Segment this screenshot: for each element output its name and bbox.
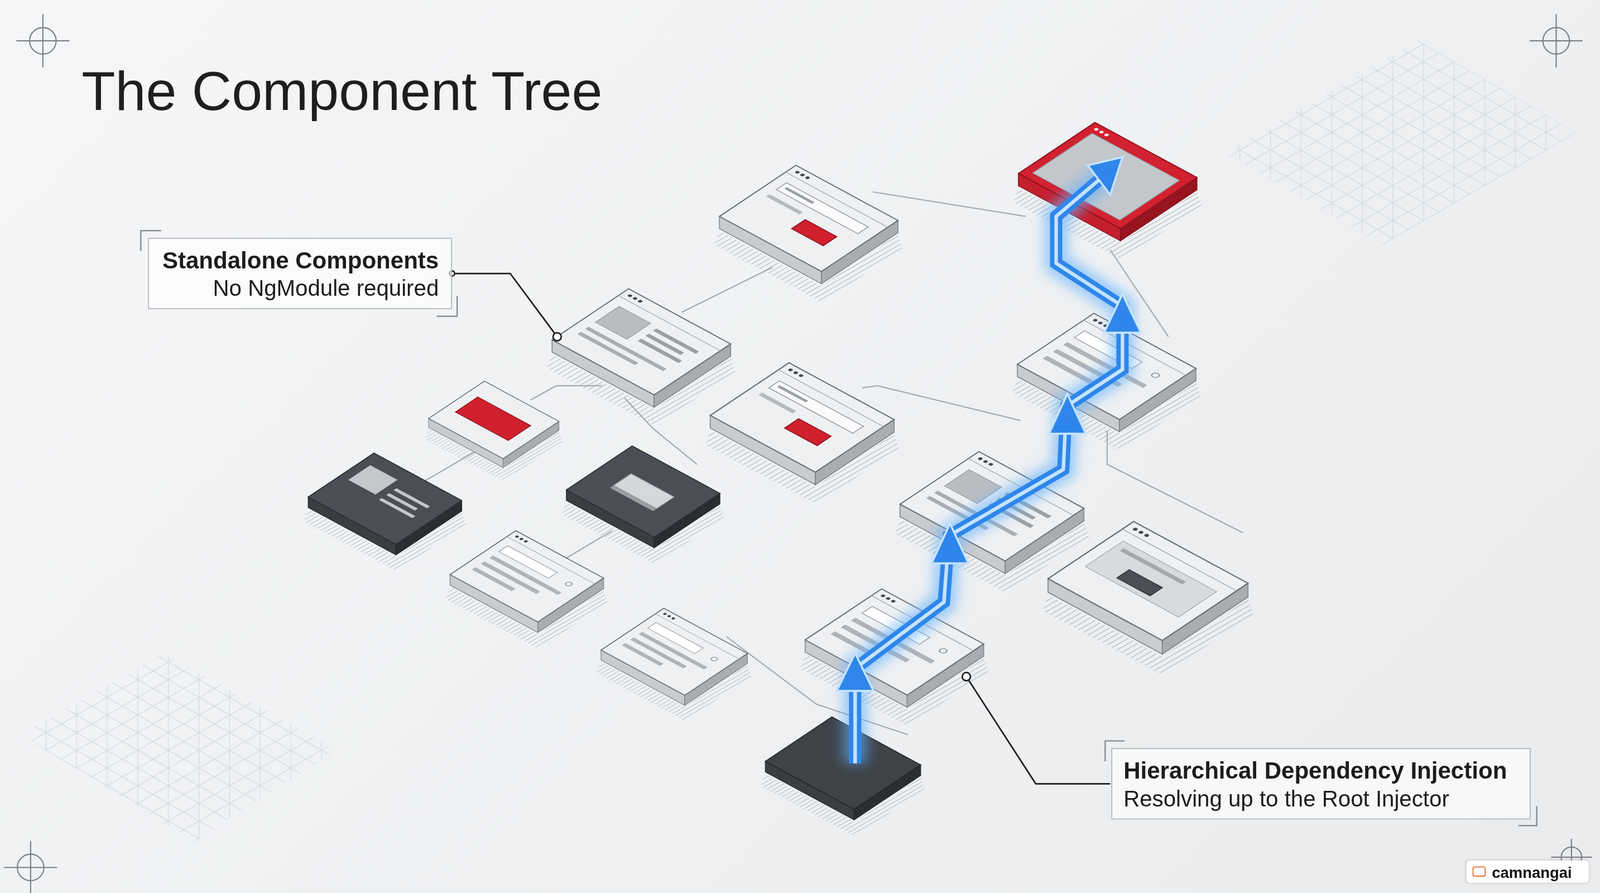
component-window <box>714 165 903 302</box>
dark-component <box>303 453 466 571</box>
callout-body: No NgModule required <box>161 274 439 302</box>
component-window <box>1042 521 1254 675</box>
button-component <box>424 381 563 482</box>
callout-heading: Hierarchical Dependency Injection <box>1123 756 1518 785</box>
watermark-text: camnangai <box>1491 862 1572 881</box>
diagram-title: The Component Tree <box>81 63 603 119</box>
callout-box: Hierarchical Dependency InjectionResolvi… <box>1111 747 1531 820</box>
component-window <box>546 288 736 426</box>
injection-path-arrow <box>836 157 1141 764</box>
callout-heading: Standalone Components <box>161 246 439 275</box>
component-window <box>596 608 752 721</box>
component-window <box>445 530 609 649</box>
dark-component <box>561 445 725 564</box>
callout-leader-lines <box>449 270 1111 784</box>
component-window <box>800 588 989 726</box>
crosshair-marks <box>3 14 1592 893</box>
callout-brackets <box>140 230 1537 826</box>
callout-body: Resolving up to the Root Injector <box>1123 784 1518 812</box>
watermark-badge: camnangai <box>1466 859 1589 883</box>
callout-box: Standalone ComponentsNo NgModule require… <box>147 237 453 310</box>
background-grid <box>20 652 338 842</box>
tree-link-lines <box>418 191 1243 735</box>
watermark-icon <box>1472 866 1487 877</box>
root-component-window <box>1013 122 1203 259</box>
component-window <box>704 362 900 504</box>
background-grid <box>1224 40 1577 245</box>
